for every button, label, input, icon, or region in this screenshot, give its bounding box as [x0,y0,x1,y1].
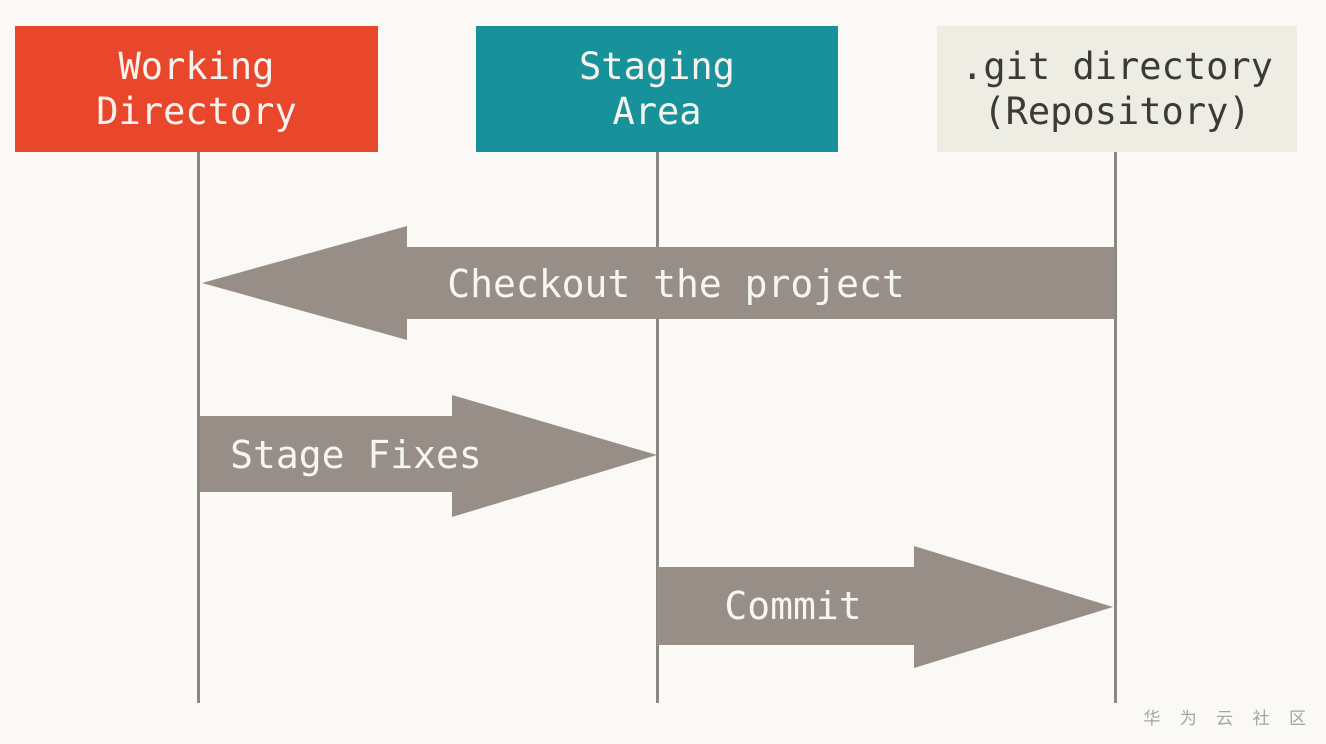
column-header-staging-area: Staging Area [476,26,838,152]
huawei-cloud-community-watermark: 华 为 云 社 区 [1143,709,1313,729]
stage-fixes-arrow [200,395,657,517]
commit-arrow [657,546,1113,668]
column-header-git-directory: .git directory (Repository) [937,26,1297,152]
commit-arrow-label: Commit [724,584,861,628]
stage-fixes-arrow-label: Stage Fixes [230,433,482,477]
checkout-arrow-label: Checkout the project [447,262,905,306]
column-header-working-directory: Working Directory [15,26,378,152]
checkout-arrow [202,226,1115,340]
